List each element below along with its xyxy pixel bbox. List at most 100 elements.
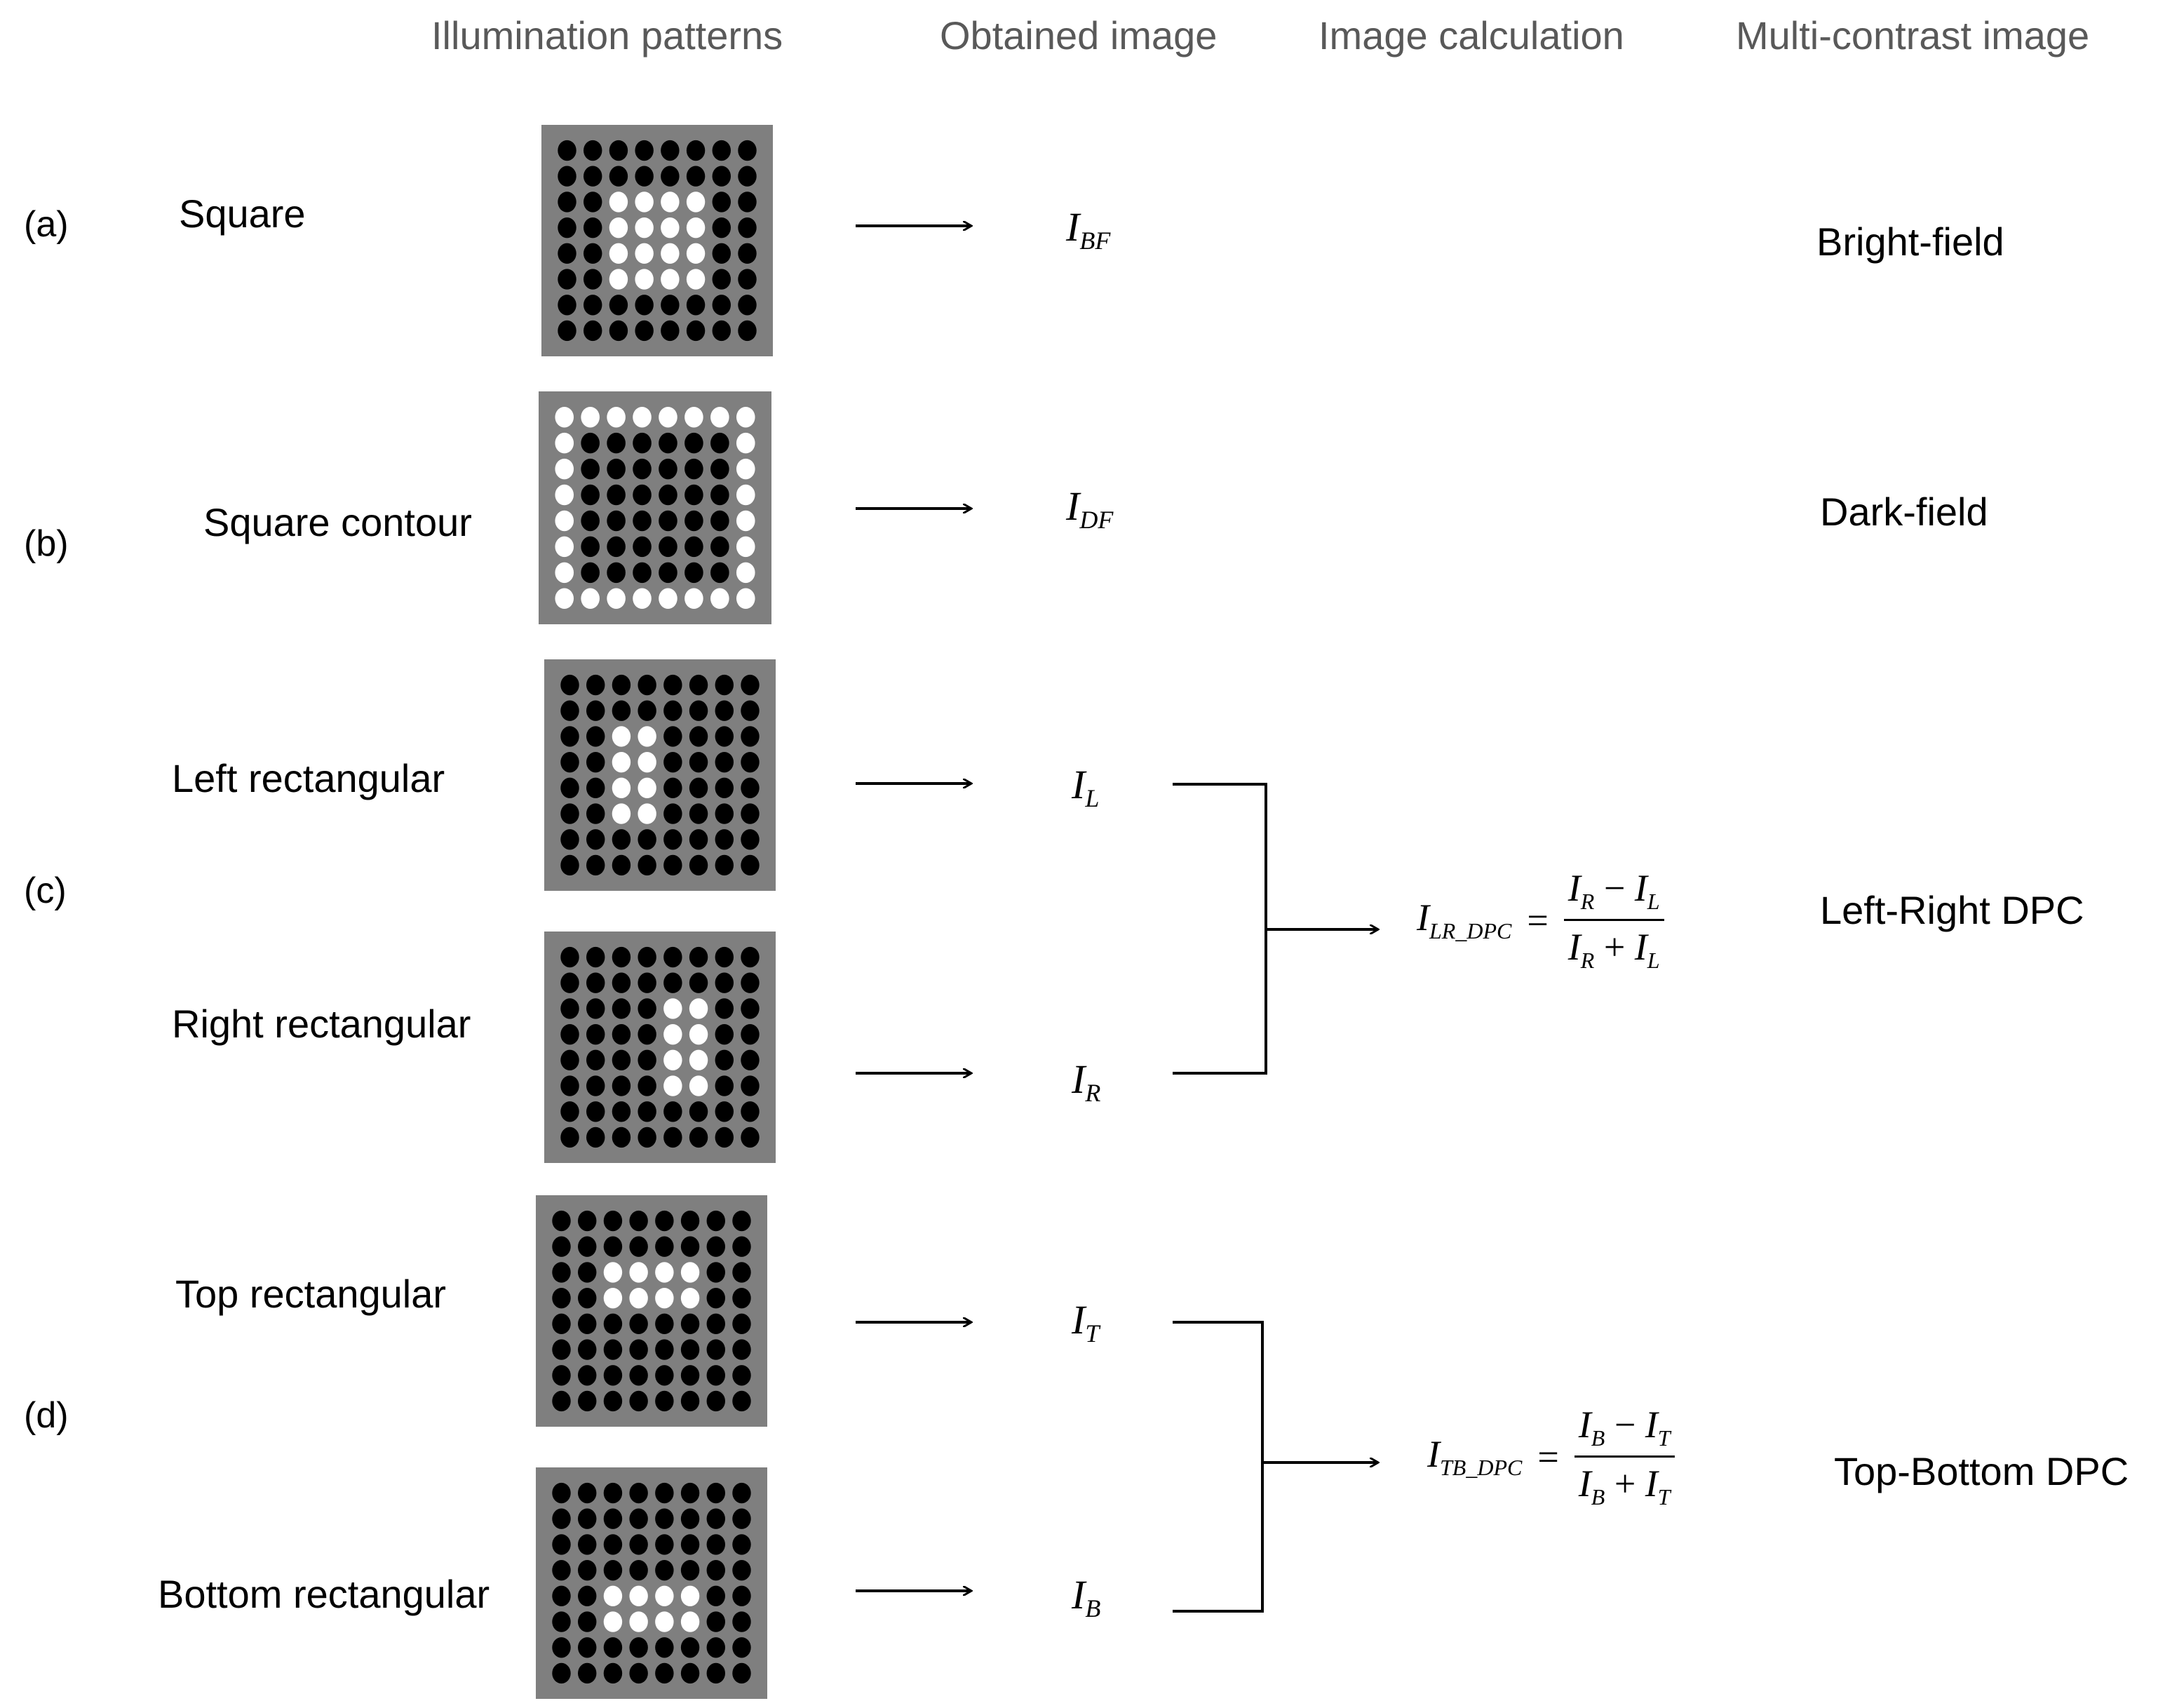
led-pattern-top-rectangular <box>536 1195 767 1427</box>
led-off <box>655 1482 674 1504</box>
led-on <box>607 406 626 428</box>
led-off <box>638 1075 656 1096</box>
led-on <box>661 243 680 264</box>
led-off <box>578 1662 597 1684</box>
led-on <box>607 588 626 610</box>
led-off <box>732 1637 751 1658</box>
led-on <box>689 1075 708 1096</box>
led-off <box>612 1075 631 1096</box>
led-off <box>552 1262 571 1283</box>
led-off <box>732 1508 751 1529</box>
led-off <box>680 1534 700 1555</box>
led-board <box>536 1195 767 1427</box>
eq-tb-lhs: ITB_DPC <box>1427 1433 1523 1480</box>
led-off <box>686 140 706 161</box>
led-on <box>686 269 706 290</box>
led-off <box>586 777 605 799</box>
led-off <box>732 1339 751 1360</box>
led-off <box>663 972 682 993</box>
row-label-d: (d) <box>24 1395 69 1436</box>
led-off <box>578 1585 597 1607</box>
led-off <box>638 946 656 968</box>
led-on <box>633 406 652 428</box>
led-off <box>581 432 600 454</box>
led-off <box>586 829 605 850</box>
led-off <box>560 998 579 1019</box>
led-off <box>655 1313 674 1335</box>
led-off <box>560 674 579 696</box>
led-off <box>586 1101 605 1122</box>
led-off <box>558 140 576 161</box>
pattern-name-bottom-rectangular: Bottom rectangular <box>158 1572 490 1616</box>
led-off <box>578 1482 597 1504</box>
led-off <box>685 562 703 584</box>
led-off <box>655 1365 674 1386</box>
led-off <box>578 1365 597 1386</box>
led-on <box>655 1287 674 1309</box>
led-off <box>663 1127 682 1148</box>
led-off <box>633 536 652 558</box>
led-off <box>586 674 605 696</box>
led-off <box>680 1662 700 1684</box>
led-off <box>581 458 600 480</box>
led-off <box>741 777 760 799</box>
led-off <box>706 1534 725 1555</box>
led-off <box>680 1339 700 1360</box>
led-off <box>603 1482 623 1504</box>
bracket-lr <box>1173 783 1267 1075</box>
led-off <box>685 484 703 506</box>
led-off <box>578 1559 597 1581</box>
led-on <box>555 562 574 584</box>
led-off <box>706 1508 725 1529</box>
led-off <box>586 854 605 876</box>
led-on <box>612 751 631 773</box>
led-off <box>607 562 626 584</box>
led-off <box>629 1662 648 1684</box>
led-on <box>659 588 677 610</box>
led-off <box>659 536 677 558</box>
led-on <box>736 458 755 480</box>
led-off <box>578 1210 597 1232</box>
led-off <box>633 432 652 454</box>
led-off <box>732 1236 751 1257</box>
led-off <box>584 217 602 238</box>
led-off <box>689 726 708 747</box>
led-off <box>663 777 682 799</box>
led-off <box>661 295 680 316</box>
led-off <box>706 1210 725 1232</box>
led-off <box>706 1637 725 1658</box>
led-off <box>738 269 757 290</box>
led-off <box>629 1508 648 1529</box>
led-on <box>689 1049 708 1071</box>
led-off <box>680 1313 700 1335</box>
led-off <box>629 1236 648 1257</box>
led-off <box>706 1585 725 1607</box>
led-on <box>661 191 680 213</box>
led-board <box>544 932 776 1163</box>
led-off <box>603 1637 623 1658</box>
led-off <box>581 484 600 506</box>
led-on <box>638 803 656 824</box>
led-on <box>555 406 574 428</box>
pattern-name-left-rectangular: Left rectangular <box>172 756 445 800</box>
led-off <box>710 510 729 532</box>
led-off <box>584 320 602 342</box>
led-off <box>738 217 757 238</box>
led-off <box>633 510 652 532</box>
led-off <box>603 1559 623 1581</box>
led-on <box>555 536 574 558</box>
led-off <box>560 777 579 799</box>
led-off <box>578 1339 597 1360</box>
equation-tb-dpc: ITB_DPC = IB − IT IB + IT <box>1427 1403 1675 1510</box>
led-on <box>638 751 656 773</box>
led-off <box>603 1339 623 1360</box>
led-off <box>552 1662 571 1684</box>
led-off <box>560 854 579 876</box>
led-off <box>663 674 682 696</box>
led-off <box>706 1287 725 1309</box>
led-off <box>685 458 703 480</box>
led-off <box>689 674 708 696</box>
led-off <box>629 1365 648 1386</box>
led-off <box>560 972 579 993</box>
